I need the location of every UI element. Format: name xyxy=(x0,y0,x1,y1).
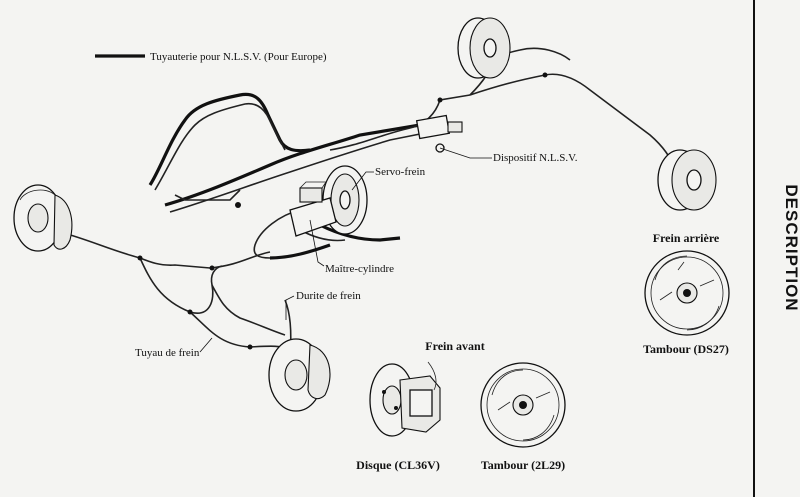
brake-pipe-network xyxy=(59,47,676,356)
callout-brake-hose: Durite de frein xyxy=(285,290,361,320)
legend-text: Tuyauterie pour N.L.S.V. (Pour Europe) xyxy=(150,51,327,63)
callout-master-cylinder: Maître-cylindre xyxy=(309,219,394,275)
rear-brake-heading: Frein arrière xyxy=(653,231,720,245)
section-title: DESCRIPTION xyxy=(782,184,800,311)
rear-right-drum xyxy=(657,149,717,211)
legend: Tuyauterie pour N.L.S.V. (Pour Europe) xyxy=(95,51,327,63)
nlsv-device xyxy=(415,114,463,153)
callout-master-cylinder-label: Maître-cylindre xyxy=(325,263,394,275)
master-cylinder xyxy=(289,181,337,237)
drum-2l29-illustration xyxy=(480,362,566,448)
callout-brake-booster-label: Servo-frein xyxy=(375,166,426,178)
callout-nlsv-device-label: Dispositif N.L.S.V. xyxy=(493,152,578,164)
rear-left-drum xyxy=(457,17,511,79)
disc-cl36v-illustration xyxy=(369,361,441,437)
front-brake-heading: Frein avant xyxy=(425,339,484,353)
caption-drum-2l29: Tambour (2L29) xyxy=(481,458,565,472)
callout-brake-hose-label: Durite de frein xyxy=(296,290,361,302)
front-right-disc xyxy=(268,338,331,412)
front-left-disc xyxy=(13,184,73,252)
callout-brake-pipe-label: Tuyau de frein xyxy=(135,347,200,359)
detail-front-brake: Frein avant Disque (CL36V) Tambour (2L29… xyxy=(356,339,566,472)
detail-rear-brake: Frein arrière Tambour (DS27) xyxy=(643,231,730,356)
callout-brake-pipe: Tuyau de frein xyxy=(135,337,213,359)
caption-disc-cl36v: Disque (CL36V) xyxy=(356,458,440,472)
callout-nlsv-device: Dispositif N.L.S.V. xyxy=(439,147,578,164)
caption-drum-ds27: Tambour (DS27) xyxy=(643,342,729,356)
callout-brake-booster: Servo-frein xyxy=(351,166,426,191)
